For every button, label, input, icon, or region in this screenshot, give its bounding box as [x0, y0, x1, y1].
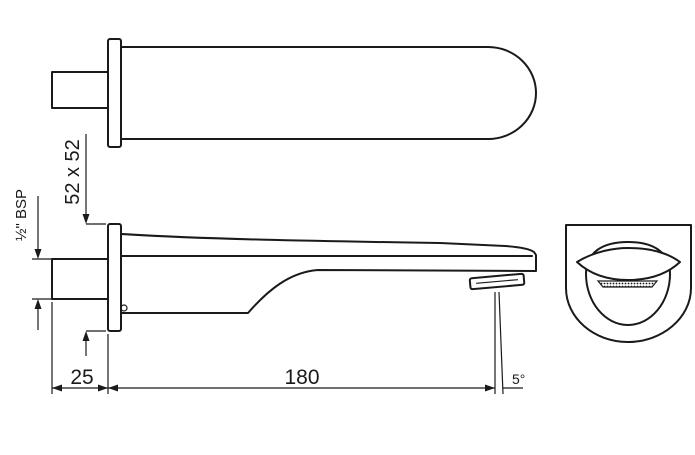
dimension-annotations: 52 x 52 ½" BSP 25 180 5°: [13, 134, 525, 395]
plate-dimension-arrow-top: [82, 214, 90, 224]
outlet-angle-line: [498, 291, 504, 395]
side-view-spout-body: [120, 233, 537, 314]
top-view-spout-body: [120, 46, 537, 140]
plate-size-label: 52 x 52: [62, 139, 84, 205]
side-view-wall-plate: [107, 223, 122, 332]
end-view: [565, 224, 692, 343]
thread-dimension-arrow-bottom: [34, 299, 42, 309]
thread-size-label: ½" BSP: [13, 189, 30, 241]
end-view-inner-profile: [585, 241, 671, 326]
thread-dimension-arrow-top: [34, 249, 42, 259]
side-view-aerator: [468, 272, 526, 291]
end-view-spout-lip: [576, 247, 681, 281]
top-view-wall-plate: [107, 38, 122, 148]
outlet-angle-label: 5°: [512, 371, 525, 387]
top-view: [51, 38, 537, 148]
plate-dimension-arrow-bottom: [82, 331, 90, 341]
spout-projection-label: 180: [284, 366, 319, 389]
side-view: [51, 223, 537, 332]
side-view-fixing-screw: [120, 304, 128, 312]
side-view-inlet-stub: [51, 258, 109, 300]
end-view-aerator-grid: [596, 280, 659, 288]
inlet-projection-label: 25: [70, 366, 93, 389]
top-view-inlet-stub: [51, 71, 109, 109]
